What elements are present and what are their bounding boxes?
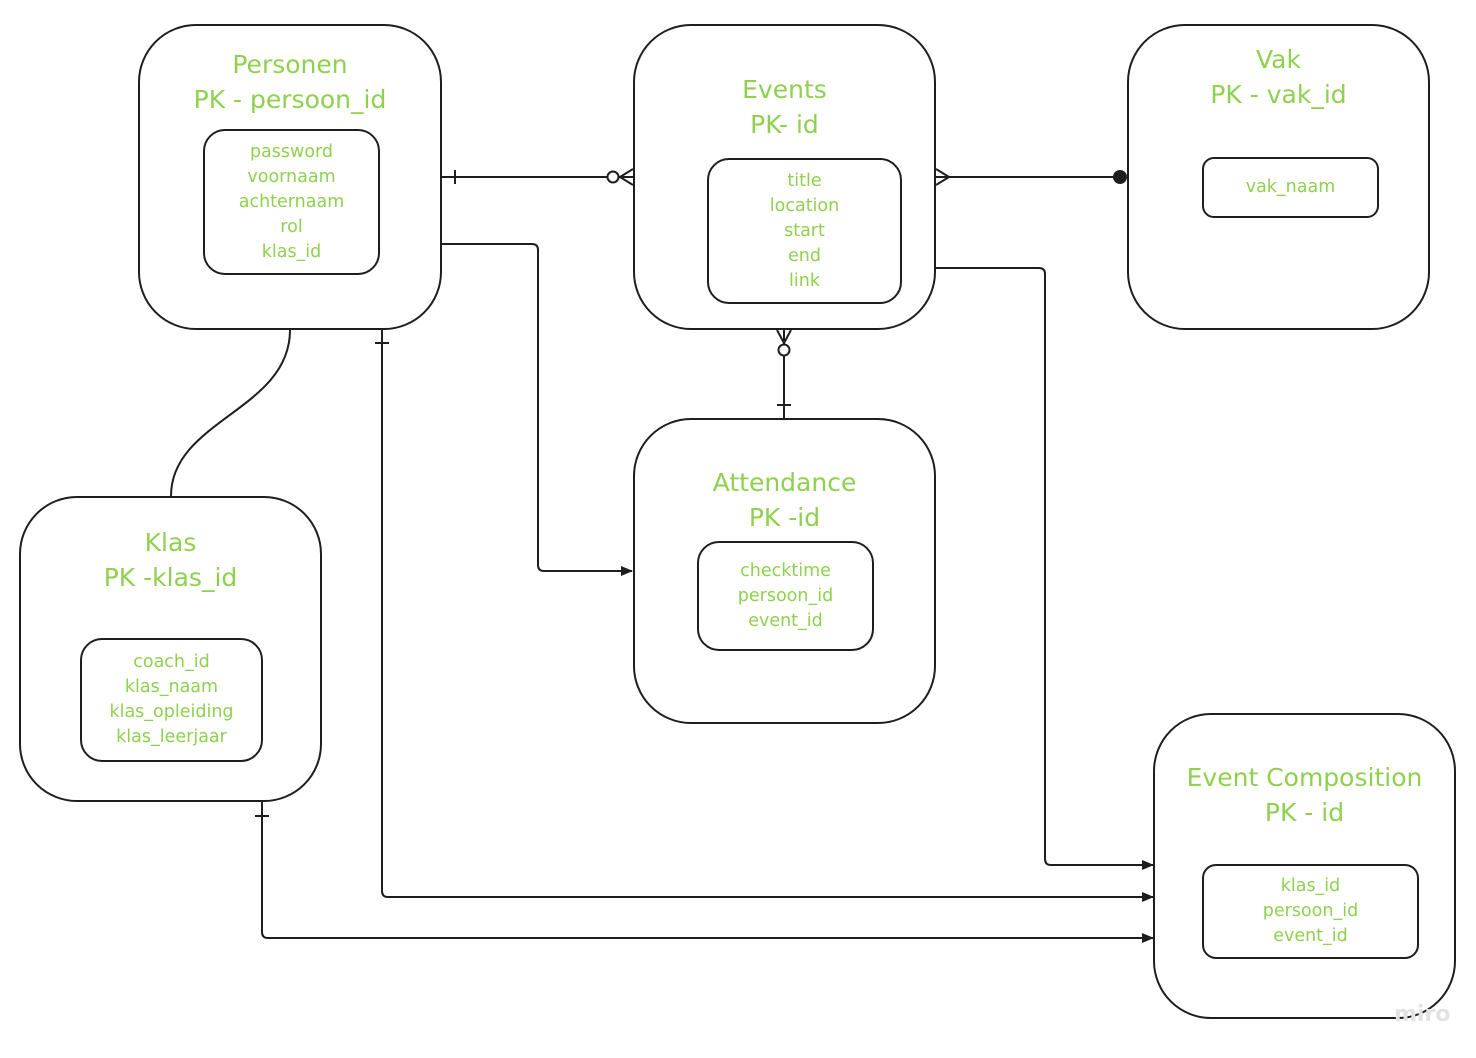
- entity-name: Attendance: [712, 468, 857, 497]
- relationship-klas-event-composition[interactable]: [255, 802, 1154, 943]
- attribute: start: [784, 220, 825, 241]
- attribute: klas_id: [1280, 876, 1341, 896]
- attribute-box: coach_id klas_naam klas_opleiding klas_l…: [80, 638, 263, 762]
- relationship-personen-event-composition[interactable]: [375, 330, 1154, 902]
- entity-personen[interactable]: Personen PK - persoon_id password voorna…: [138, 24, 442, 330]
- entity-name: Personen: [232, 50, 348, 79]
- entity-primary-key: PK - id: [1264, 798, 1345, 827]
- relationship-events-vak[interactable]: [935, 168, 1127, 186]
- relationship-events-event-composition[interactable]: [936, 267, 1154, 870]
- attribute-box: checktime persoon_id event_id: [697, 541, 874, 651]
- entity-events-title: Events PK- id: [635, 72, 934, 142]
- relationship-events-attendance[interactable]: [776, 329, 792, 418]
- attribute: rol: [280, 216, 303, 237]
- entity-primary-key: PK - persoon_id: [193, 85, 387, 114]
- attribute: klas_naam: [124, 677, 219, 697]
- entity-name: Klas: [144, 528, 197, 557]
- attribute: klas_leerjaar: [116, 727, 227, 747]
- entity-name: Event Composition: [1186, 763, 1423, 792]
- entity-attendance-title: Attendance PK -id: [635, 465, 934, 535]
- attribute-box: title location start end link: [707, 158, 902, 304]
- entity-klas[interactable]: Klas PK -klas_id coach_id klas_naam klas…: [19, 496, 322, 802]
- entity-event-composition[interactable]: Event Composition PK - id klas_id persoo…: [1153, 713, 1456, 1019]
- attribute: link: [789, 270, 820, 291]
- attribute: achternaam: [238, 191, 345, 212]
- attribute: title: [787, 170, 822, 191]
- relationship-personen-klas[interactable]: [170, 329, 291, 497]
- attribute: event_id: [1273, 926, 1348, 946]
- attribute-box: klas_id persoon_id event_id: [1202, 864, 1419, 959]
- miro-watermark: miro: [1394, 1002, 1451, 1027]
- attribute: vak_naam: [1245, 177, 1336, 197]
- relationship-personen-events[interactable]: [442, 168, 634, 186]
- entity-events[interactable]: Events PK- id title location start end l…: [633, 24, 936, 330]
- entity-primary-key: PK - vak_id: [1210, 80, 1347, 109]
- entity-name: Events: [742, 75, 827, 104]
- attribute: checktime: [740, 560, 831, 581]
- attribute: password: [249, 141, 334, 162]
- attribute: coach_id: [133, 652, 210, 672]
- attribute: end: [788, 245, 821, 266]
- entity-attendance[interactable]: Attendance PK -id checktime persoon_id e…: [633, 418, 936, 724]
- entity-vak-title: Vak PK - vak_id: [1129, 42, 1428, 112]
- entity-event-composition-title: Event Composition PK - id: [1155, 760, 1454, 830]
- attribute-box: password voornaam achternaam rol klas_id: [203, 129, 380, 275]
- attribute: persoon_id: [1262, 901, 1359, 921]
- attribute: event_id: [748, 610, 823, 631]
- entity-klas-title: Klas PK -klas_id: [21, 525, 320, 595]
- attribute-box: vak_naam: [1202, 157, 1379, 218]
- attribute: klas_opleiding: [109, 702, 234, 722]
- entity-primary-key: PK- id: [750, 110, 819, 139]
- entity-personen-title: Personen PK - persoon_id: [140, 47, 440, 117]
- attribute: location: [769, 195, 840, 216]
- entity-primary-key: PK -klas_id: [103, 563, 238, 592]
- entity-name: Vak: [1256, 45, 1301, 74]
- attribute: klas_id: [261, 241, 322, 262]
- attribute: persoon_id: [737, 585, 834, 606]
- attribute: voornaam: [247, 166, 336, 187]
- entity-vak[interactable]: Vak PK - vak_id vak_naam: [1127, 24, 1430, 330]
- relationship-personen-attendance[interactable]: [442, 243, 633, 576]
- entity-primary-key: PK -id: [748, 503, 821, 532]
